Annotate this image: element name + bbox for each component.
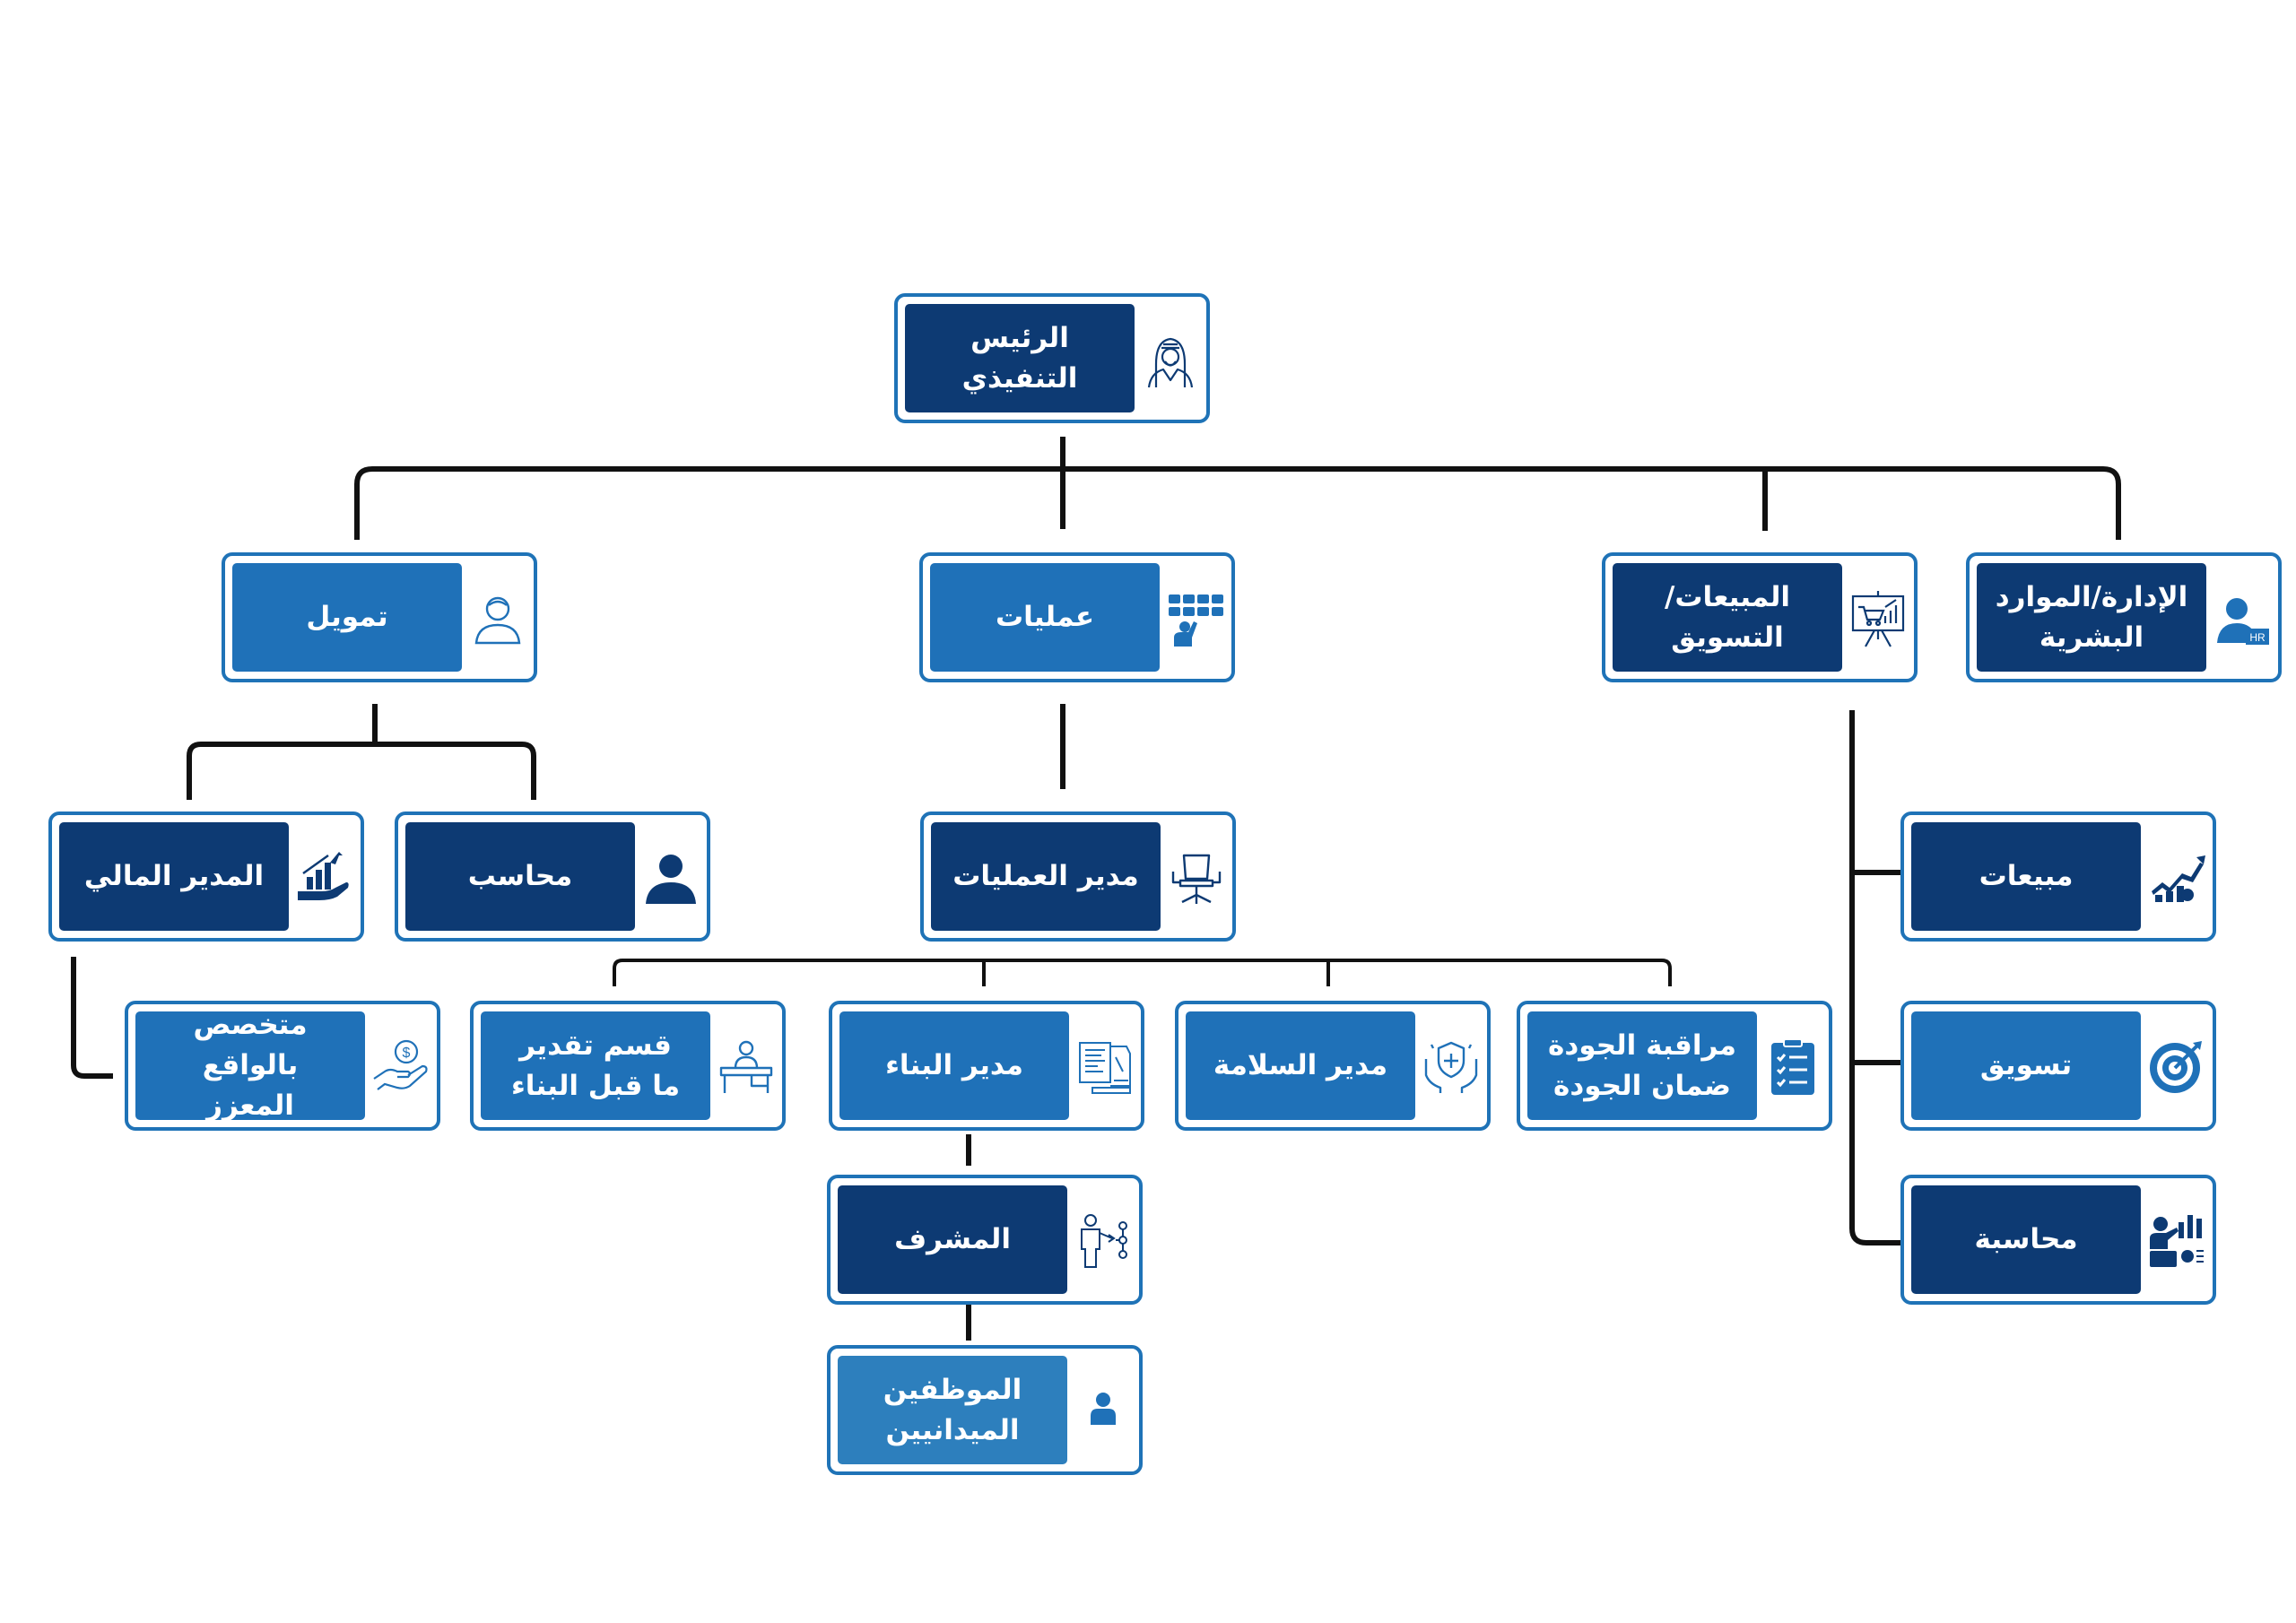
money-hand-icon: $	[370, 1036, 431, 1097]
person-icon	[640, 846, 701, 907]
node-construction-mgr[interactable]: مدير البناء	[829, 1001, 1144, 1131]
node-cfo-label: المدير المالي	[59, 822, 289, 931]
node-precon-label: قسم تقدير ما قبل البناء	[481, 1011, 710, 1120]
node-field-staff-label: الموظفين الميدانيين	[838, 1356, 1067, 1464]
node-ar-specialist[interactable]: متخصص بالواقع المعزز $	[125, 1001, 440, 1131]
connector-top-bar	[354, 466, 2121, 540]
node-ops-manager-label: مدير العمليات	[931, 822, 1161, 931]
node-construction-mgr-label: مدير البناء	[839, 1011, 1069, 1120]
node-sales-marketing[interactable]: المبيعات/التسويق	[1602, 552, 1918, 682]
node-safety-mgr-label: مدير السلامة	[1186, 1011, 1415, 1120]
node-quality-label: مراقبة الجودة ضمان الجودة	[1527, 1011, 1757, 1120]
node-hr[interactable]: الإدارة/الموارد البشرية HR	[1966, 552, 2282, 682]
office-chair-icon	[1166, 846, 1227, 907]
node-finance-label: تمويل	[232, 563, 462, 672]
node-sales-marketing-label: المبيعات/التسويق	[1613, 563, 1842, 672]
presentation-board-icon	[1848, 587, 1909, 648]
node-operations-label: عمليات	[930, 563, 1160, 672]
arab-person-icon	[1140, 328, 1201, 389]
node-accountant-label: محاسب	[405, 822, 635, 931]
node-safety-mgr[interactable]: مدير السلامة	[1175, 1001, 1491, 1131]
connector-finance-branch	[187, 742, 536, 800]
connector-sales-spine	[1849, 710, 1905, 1245]
node-sales-label: مبيعات	[1911, 822, 2141, 931]
node-hr-label: الإدارة/الموارد البشرية	[1977, 563, 2206, 672]
person-icon	[1073, 1380, 1134, 1441]
operations-grid-icon	[1165, 587, 1226, 648]
node-supervisor-label: المشرف	[838, 1185, 1067, 1294]
hr-person-icon: HR	[2212, 587, 2273, 648]
connector-ops-branch	[613, 959, 1672, 986]
node-supervisor[interactable]: المشرف	[827, 1175, 1143, 1305]
node-marketing[interactable]: تسويق	[1900, 1001, 2216, 1131]
svg-text:$: $	[403, 1046, 411, 1061]
connector-cfo-ar	[71, 957, 113, 1079]
desk-person-icon	[716, 1036, 777, 1097]
node-finance[interactable]: تمويل	[222, 552, 537, 682]
node-operations[interactable]: عمليات	[919, 552, 1235, 682]
node-accounting-label: محاسبة	[1911, 1185, 2141, 1294]
node-quality[interactable]: مراقبة الجودة ضمان الجودة	[1517, 1001, 1832, 1131]
node-ops-manager[interactable]: مدير العمليات	[920, 812, 1236, 942]
safety-shield-icon	[1421, 1036, 1482, 1097]
analyst-icon	[2146, 1210, 2207, 1271]
node-sales[interactable]: مبيعات	[1900, 812, 2216, 942]
node-precon[interactable]: قسم تقدير ما قبل البناء	[470, 1001, 786, 1131]
checklist-icon	[1762, 1036, 1823, 1097]
presenter-icon	[1073, 1210, 1134, 1271]
blueprint-icon	[1074, 1036, 1135, 1097]
growth-hand-icon	[294, 846, 355, 907]
person-outline-icon	[467, 587, 528, 648]
node-ceo[interactable]: الرئيس التنفيذي	[894, 293, 1210, 423]
target-icon	[2146, 1036, 2207, 1097]
svg-text:HR: HR	[2249, 631, 2266, 644]
node-ar-specialist-label: متخصص بالواقع المعزز	[135, 1009, 365, 1122]
node-accounting[interactable]: محاسبة	[1900, 1175, 2216, 1305]
growth-chart-icon	[2146, 846, 2207, 907]
node-accountant[interactable]: محاسب	[395, 812, 710, 942]
node-cfo[interactable]: المدير المالي	[48, 812, 364, 942]
node-ceo-label: الرئيس التنفيذي	[905, 304, 1135, 412]
node-marketing-label: تسويق	[1911, 1011, 2141, 1120]
node-field-staff[interactable]: الموظفين الميدانيين	[827, 1345, 1143, 1475]
